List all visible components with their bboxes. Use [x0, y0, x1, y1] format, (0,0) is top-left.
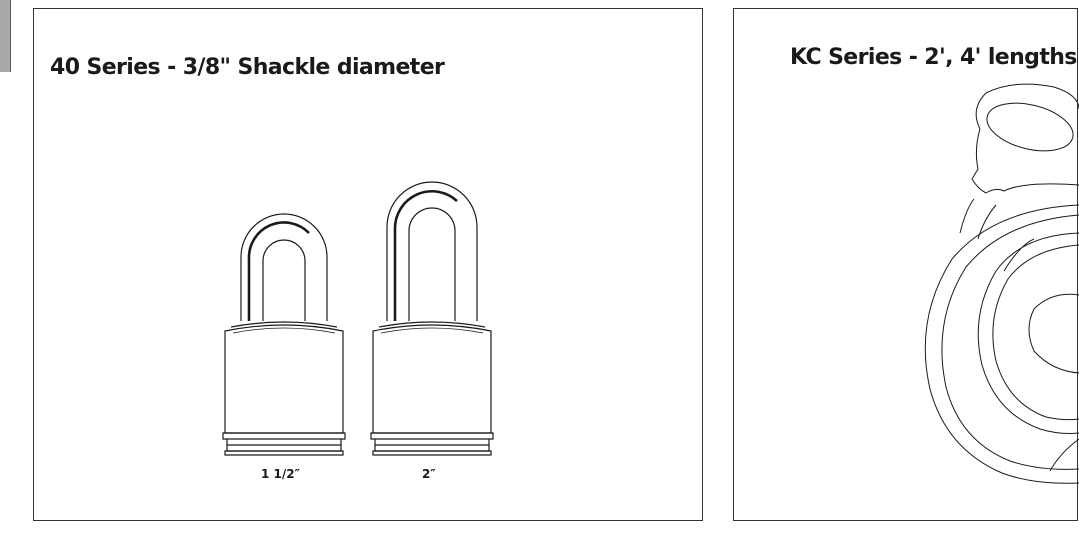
panel-title-40-series: 40 Series - 3/8" Shackle diameter [50, 55, 445, 80]
panel-40-series: 40 Series - 3/8" Shackle diameter 1 1/2″ [33, 8, 703, 521]
page-edge-tab [0, 0, 11, 72]
size-label-2-inch: 2″ [422, 467, 436, 481]
panel-title-kc-series: KC Series - 2', 4' lengths [790, 45, 1077, 70]
cable-lock-illustration [924, 83, 1079, 484]
size-label-1-5-inch: 1 1/2″ [261, 467, 300, 481]
padlock-2-inch-illustration [370, 181, 494, 456]
panel-kc-series: KC Series - 2', 4' lengths [733, 8, 1079, 521]
padlock-1-5-inch-illustration [222, 213, 346, 456]
